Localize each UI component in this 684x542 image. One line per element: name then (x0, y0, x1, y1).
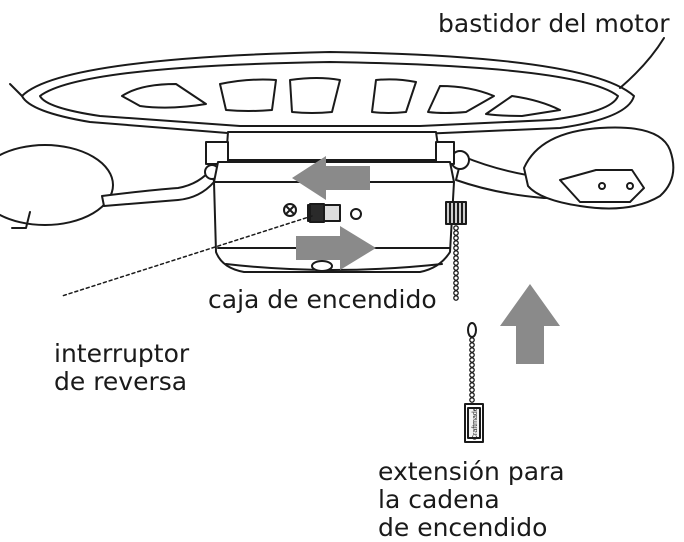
arrow-up-icon (500, 284, 560, 364)
pull-chain-line-3: de encendido (378, 513, 548, 542)
chain-extension (464, 322, 484, 443)
reverse-switch-leader (61, 215, 313, 297)
chain-bead (469, 362, 475, 368)
motor-housing-label: bastidor del motor (438, 10, 670, 38)
chain-bead (453, 290, 459, 296)
chain-bead (453, 250, 459, 256)
switch-housing-text: caja de encendido (208, 285, 437, 314)
chain-bead (469, 377, 475, 383)
chain-bead (453, 240, 459, 246)
chain-bead (469, 357, 475, 363)
motor-housing (9, 37, 665, 135)
chain-bead (453, 235, 459, 241)
chain-bead (469, 367, 475, 373)
left-blade (0, 144, 114, 229)
reverse-switch-assembly (283, 203, 362, 223)
reverse-switch-label: interruptor de reversa (54, 340, 189, 396)
chain-tag-brand: Craftmade (472, 407, 479, 440)
pull-chain-label: extensión para la cadena de encendido (378, 458, 565, 542)
chain-bead (453, 275, 459, 281)
switch-housing-collar (205, 131, 455, 183)
chain-bead (469, 342, 475, 348)
chain-bead (453, 255, 459, 261)
chain-bead (469, 392, 475, 398)
pull-chain-line-2: la cadena (378, 485, 500, 514)
arrow-right-icon (296, 226, 376, 270)
chain-bead (453, 285, 459, 291)
chain-bead (453, 295, 459, 301)
chain-bead (453, 225, 459, 231)
switch-housing (213, 181, 455, 273)
arrow-left-icon (292, 156, 370, 200)
chain-bead (469, 387, 475, 393)
right-blade-arm (450, 126, 675, 210)
left-blade-arm (101, 164, 220, 207)
reverse-switch-line-1: interruptor (54, 339, 190, 368)
chain-bead (469, 397, 475, 403)
chain-bead (453, 245, 459, 251)
chain-bead (469, 382, 475, 388)
pull-chain-knob (445, 201, 467, 225)
reverse-switch-line-2: de reversa (54, 367, 188, 396)
chain-bead (469, 352, 475, 358)
switch-housing-label: caja de encendido (208, 286, 437, 314)
chain-bead (453, 270, 459, 276)
pull-chain-line-1: extensión para (378, 457, 565, 486)
chain-bead (453, 230, 459, 236)
chain-bead (453, 280, 459, 286)
motor-housing-text: bastidor del motor (438, 9, 670, 38)
pull-chain (453, 225, 475, 403)
chain-bead (469, 347, 475, 353)
chain-bead (469, 372, 475, 378)
chain-bead (469, 337, 475, 343)
chain-bead (453, 265, 459, 271)
chain-bead (453, 260, 459, 266)
